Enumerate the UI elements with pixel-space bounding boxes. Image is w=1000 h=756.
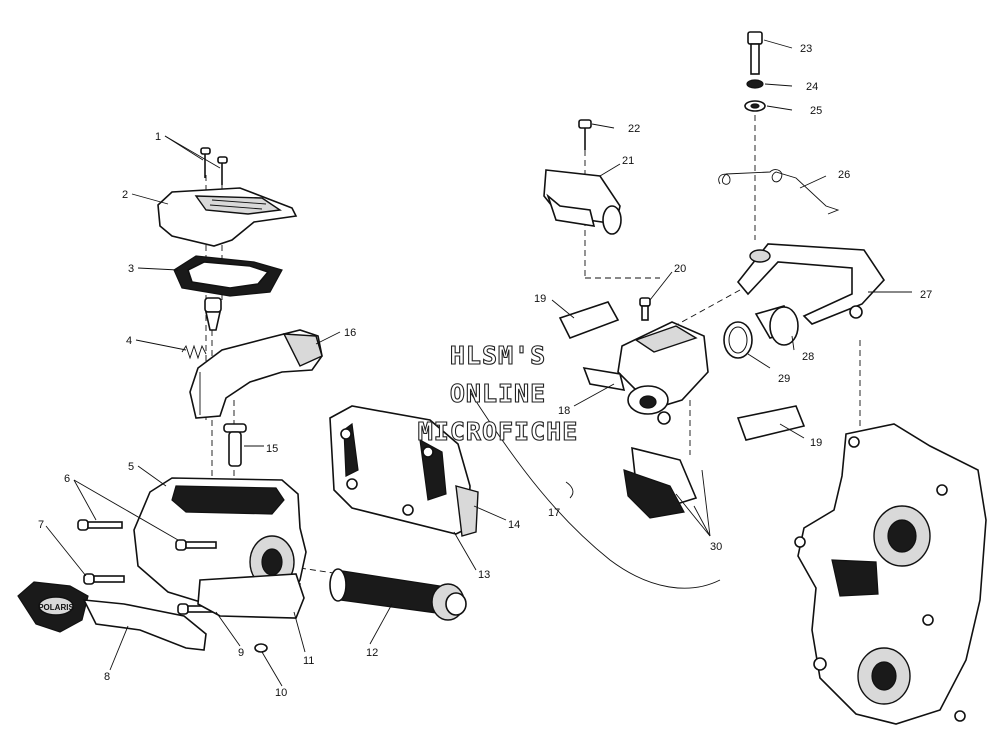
callout-5: 5 — [128, 461, 134, 473]
part-18-caliper — [582, 321, 709, 425]
callout-24: 24 — [806, 81, 818, 93]
part-28-bushing — [754, 305, 799, 346]
callout-18: 18 — [558, 405, 570, 417]
watermark-line-3: MICROFICHE — [418, 417, 579, 446]
callout-1: 1 — [155, 131, 161, 143]
part-13-cover-plate — [329, 405, 471, 535]
part-2-cover — [157, 187, 298, 247]
part-12-roller — [329, 568, 467, 621]
callout-7: 7 — [38, 519, 44, 531]
callout-26: 26 — [838, 169, 850, 181]
part-6-screw-2 — [175, 539, 217, 551]
callout-20: 20 — [674, 263, 686, 275]
part-14-cover-edge — [455, 485, 479, 537]
part-29-o-ring — [723, 321, 753, 359]
callout-6: 6 — [64, 473, 70, 485]
callout-29: 29 — [778, 373, 790, 385]
part-1-screws — [200, 147, 228, 185]
callout-11: 11 — [303, 655, 314, 667]
part-21-sleeve — [543, 169, 622, 235]
callout-8: 8 — [104, 671, 110, 683]
watermark-line-2: ONLINE — [450, 379, 546, 408]
callout-2: 2 — [122, 189, 128, 201]
part-19-pad-strip-lower — [736, 405, 806, 441]
part-16-throttle-lever — [189, 329, 323, 419]
callout-4: 4 — [126, 335, 132, 347]
part-23-bolt — [747, 31, 763, 75]
part-25-washer — [744, 100, 766, 112]
leader-lines — [45, 39, 912, 687]
callout-17: 17 — [548, 507, 560, 519]
part-19-pad-strip-upper — [558, 301, 620, 340]
lever-logo-text: POLARIS — [38, 603, 74, 612]
chaincase-housing — [794, 423, 987, 725]
callout-14: 14 — [508, 519, 520, 531]
callout-28: 28 — [802, 351, 814, 363]
part-10-washer — [254, 643, 268, 653]
part-3-gasket — [173, 255, 283, 297]
callout-15: 15 — [266, 443, 278, 455]
callout-13: 13 — [478, 569, 490, 581]
callout-19-lower: 19 — [810, 437, 822, 449]
callout-10: 10 — [275, 687, 287, 699]
part-11-housing-lower — [197, 573, 305, 619]
part-4-spring — [181, 344, 207, 360]
part-6-screw — [77, 519, 123, 531]
part-26-spring-clip — [718, 169, 840, 215]
part-9-screw — [177, 603, 219, 615]
part-7-screw — [83, 573, 125, 585]
callout-22: 22 — [628, 123, 640, 135]
part-15-pin — [223, 423, 247, 467]
callout-21: 21 — [622, 155, 634, 167]
callout-12: 12 — [366, 647, 378, 659]
part-30-brake-pads — [623, 446, 698, 519]
watermark: HLSM'S ONLINE MICROFICHE — [417, 340, 579, 446]
part-24-lock-washer — [746, 79, 764, 89]
callout-3: 3 — [128, 263, 134, 275]
part-27-bracket — [736, 243, 886, 325]
part-20-screw — [639, 297, 651, 321]
part-17-leader-curve — [469, 391, 721, 589]
plunger — [204, 297, 222, 331]
callout-27: 27 — [920, 289, 932, 301]
part-22-bolt — [578, 119, 592, 150]
callout-25: 25 — [810, 105, 822, 117]
callout-19-upper: 19 — [534, 293, 546, 305]
callout-16: 16 — [344, 327, 356, 339]
callout-9: 9 — [238, 647, 244, 659]
watermark-line-1: HLSM'S — [450, 341, 546, 370]
callout-labels: 1 2 3 4 5 6 7 8 9 10 11 12 13 14 15 16 1… — [38, 43, 932, 699]
part-8-brake-lever: POLARIS — [17, 581, 207, 651]
callout-30: 30 — [710, 541, 722, 553]
callout-23: 23 — [800, 43, 812, 55]
